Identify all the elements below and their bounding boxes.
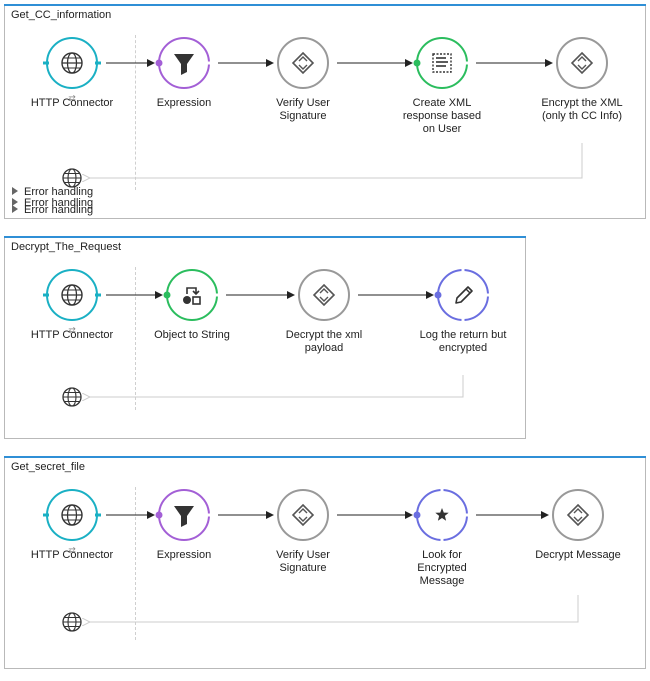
return-line: [89, 143, 583, 178]
flow-node[interactable]: [163, 269, 221, 321]
error-handling-toggle[interactable]: Error handling: [12, 186, 93, 198]
source-divider: [135, 267, 136, 410]
transform-icon: [291, 503, 315, 527]
transform-icon: [312, 283, 336, 307]
globe-icon: [62, 612, 82, 632]
node-ring: [298, 269, 350, 321]
transform-icon: [291, 51, 315, 75]
filter-icon: [174, 54, 194, 75]
globe-icon: [61, 284, 83, 306]
globe-icon: [62, 168, 82, 188]
expand-triangle-icon[interactable]: [12, 205, 18, 213]
error-handling-toggle[interactable]: Error handling: [12, 197, 93, 209]
node-ring: [166, 269, 218, 321]
flow-container[interactable]: Decrypt_The_Request ⇄HTTP Connector Object…: [4, 186, 526, 440]
flow-title[interactable]: Decrypt_The_Request: [11, 241, 122, 253]
error-handling-label: Error handling: [24, 204, 94, 216]
node-label: Expression: [156, 97, 212, 109]
flow-header-bar: [4, 236, 526, 238]
node-label: Log the return but encrypted: [419, 329, 507, 354]
star-icon: [435, 508, 449, 521]
node-ring: [556, 37, 608, 89]
node-label: Decrypt the xml payload: [285, 329, 363, 354]
pencil-icon: [455, 286, 473, 304]
node-ring: [552, 489, 604, 541]
node-ring: [437, 269, 489, 321]
node-ring: [277, 37, 329, 89]
globe-icon: [62, 387, 82, 407]
node-label: Object to String: [154, 329, 230, 341]
return-line: [89, 595, 579, 622]
flow-title[interactable]: Get_CC_information: [11, 9, 112, 21]
flow-node[interactable]: [277, 37, 329, 89]
flow-header-bar: [4, 456, 646, 458]
node-label: Decrypt Message: [535, 549, 621, 561]
flow-node[interactable]: [277, 489, 329, 541]
return-line: [89, 375, 464, 397]
source-divider: [135, 487, 136, 640]
flow-node[interactable]: [298, 269, 350, 321]
flow-node[interactable]: [413, 486, 471, 544]
source-divider: [135, 35, 136, 190]
flow-node[interactable]: [552, 489, 604, 541]
transform-icon: [566, 503, 590, 527]
node-label: Look for Encrypted Message: [417, 549, 467, 587]
node-ring: [277, 489, 329, 541]
node-label: HTTP Connector: [30, 329, 114, 341]
error-handling-toggle[interactable]: Error handling: [12, 204, 93, 216]
flow-connectors: [5, 59, 583, 220]
flow-node[interactable]: [413, 37, 471, 89]
object-to-string-icon: [183, 287, 201, 305]
expand-triangle-icon[interactable]: [12, 198, 18, 206]
transform-icon: [570, 51, 594, 75]
flow-node[interactable]: ⇄: [43, 489, 101, 556]
svg-text:⇄: ⇄: [68, 326, 76, 336]
node-label: Verify User Signature: [276, 549, 330, 574]
flow-header-bar: [4, 4, 646, 6]
flow-node[interactable]: ⇄: [43, 37, 101, 104]
node-label: Expression: [156, 549, 212, 561]
svg-text:⇄: ⇄: [68, 546, 76, 556]
node-label: Verify User Signature: [276, 97, 330, 122]
document-icon: [432, 53, 452, 73]
flow-connectors: [5, 511, 579, 670]
svg-text:⇄: ⇄: [68, 94, 76, 104]
node-label: HTTP Connector: [30, 549, 114, 561]
error-handling-label: Error handling: [24, 186, 94, 198]
node-label: Encrypt the XML (only th CC Info): [541, 97, 623, 122]
flow-node[interactable]: [434, 266, 492, 324]
flow-container[interactable]: Get_CC_information ⇄HTTP Connector Express…: [4, 4, 646, 219]
node-label: HTTP Connector: [30, 97, 114, 109]
expand-triangle-icon[interactable]: [12, 187, 18, 195]
flow-node[interactable]: [155, 489, 213, 541]
flow-title[interactable]: Get_secret_file: [11, 461, 85, 473]
error-handling-label: Error handling: [24, 197, 94, 209]
flow-node[interactable]: ⇄: [43, 269, 101, 336]
flow-connectors: [5, 291, 464, 440]
node-ring: [416, 37, 468, 89]
globe-icon: [61, 504, 83, 526]
flow-node[interactable]: [556, 37, 608, 89]
filter-icon: [174, 506, 194, 527]
globe-icon: [61, 52, 83, 74]
flow-node[interactable]: [155, 37, 213, 89]
node-label: Create XML response based on User: [402, 97, 482, 135]
